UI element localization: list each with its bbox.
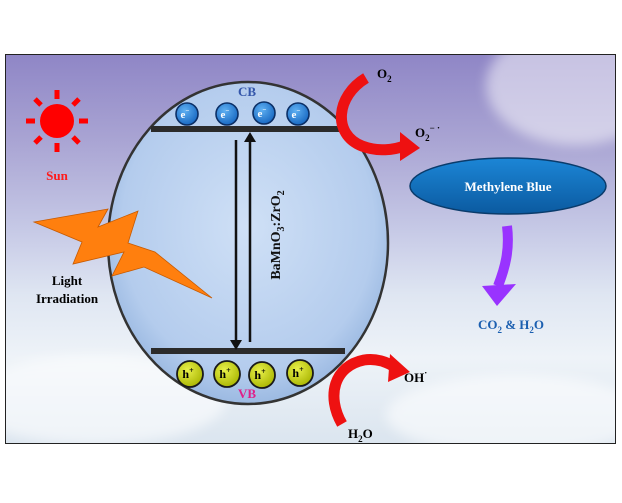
electron-2: e− <box>215 102 239 126</box>
superoxide-label: O2− · <box>415 123 440 143</box>
svg-text:e−: e− <box>221 107 230 121</box>
hole-4: h+ <box>286 359 314 387</box>
hole-1: h+ <box>176 360 204 388</box>
degradation-arrow <box>482 225 516 306</box>
svg-text:h+: h+ <box>254 367 266 382</box>
holes: h+ h+ h+ h+ <box>176 359 314 389</box>
methylene-blue-ellipse <box>409 157 607 215</box>
svg-text:h+: h+ <box>182 366 194 381</box>
excitation-arrows <box>230 132 256 350</box>
svg-text:e−: e− <box>258 106 267 120</box>
electrons: e− e− e− e− <box>175 101 310 126</box>
sun-label: Sun <box>46 168 68 183</box>
oxygen-reduction-arrow <box>335 73 420 161</box>
electron-1: e− <box>175 102 199 126</box>
o2-label: O2 <box>377 66 392 84</box>
light-label-line2: Irradiation <box>36 291 99 306</box>
hydroxyl-label: OH· <box>404 368 427 385</box>
svg-text:h+: h+ <box>219 366 231 381</box>
hole-3: h+ <box>248 361 276 389</box>
conduction-band <box>151 126 345 132</box>
methylene-blue-label: Methylene Blue <box>464 179 551 194</box>
catalyst-label: BaMnO3:ZrO2 <box>269 190 287 279</box>
water-label: H2O <box>348 426 373 444</box>
light-label-line1: Light <box>52 273 83 288</box>
hole-2: h+ <box>213 360 241 388</box>
sun-icon <box>26 90 88 152</box>
cb-label: CB <box>238 84 256 99</box>
electron-3: e− <box>252 101 276 125</box>
svg-text:e−: e− <box>181 107 190 121</box>
svg-text:e−: e− <box>292 107 301 121</box>
water-oxidation-arrow <box>328 354 410 427</box>
electron-4: e− <box>286 102 310 126</box>
products-label: CO2 & H2O <box>478 317 544 335</box>
svg-text:h+: h+ <box>292 365 304 380</box>
valence-band <box>151 348 345 354</box>
lightning-bolt-icon <box>32 208 213 299</box>
vb-label: VB <box>238 386 256 401</box>
